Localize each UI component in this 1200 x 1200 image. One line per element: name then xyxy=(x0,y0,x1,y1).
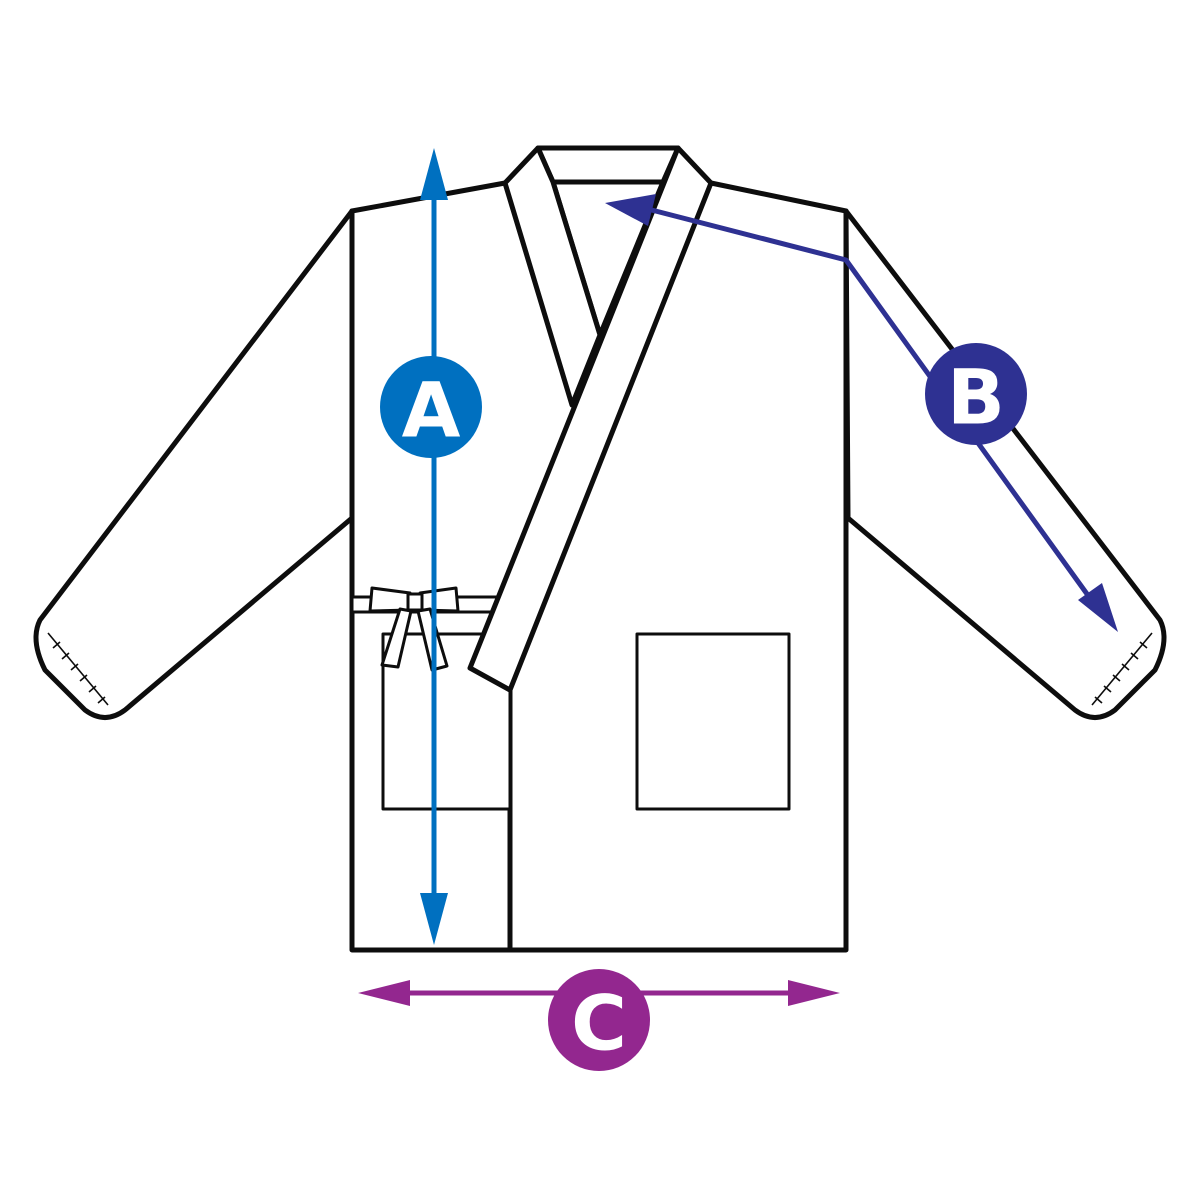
measure-a-arrow-bottom xyxy=(420,893,448,945)
measure-c-arrow-right xyxy=(788,980,840,1006)
tie-tail-left xyxy=(380,607,413,669)
tie-bow-left xyxy=(368,586,412,613)
measure-c-label: C xyxy=(571,979,627,1068)
measure-b-arrow-start xyxy=(605,194,656,226)
right-cuff-stitching xyxy=(1091,632,1153,706)
measure-b-arrow-end xyxy=(1078,583,1118,632)
left-collar-band xyxy=(502,145,603,408)
measure-a: A xyxy=(380,148,482,945)
measure-b: B xyxy=(605,194,1118,632)
tie-bow-right xyxy=(418,586,460,613)
measure-b-badge xyxy=(925,343,1027,445)
measure-b-label: B xyxy=(947,353,1005,442)
left-cuff-stitching xyxy=(47,632,109,706)
measure-a-label: A xyxy=(402,366,461,455)
measure-b-line xyxy=(639,204,1103,614)
measure-a-badge xyxy=(380,356,482,458)
measure-c-badge xyxy=(548,969,650,1071)
right-pocket xyxy=(635,632,791,811)
measure-c-arrow-left xyxy=(358,980,410,1006)
measure-c: C xyxy=(358,969,840,1071)
measure-a-arrow-top xyxy=(420,148,448,200)
left-sleeve xyxy=(33,208,355,720)
right-sleeve xyxy=(843,208,1167,720)
right-collar-band xyxy=(467,145,714,693)
